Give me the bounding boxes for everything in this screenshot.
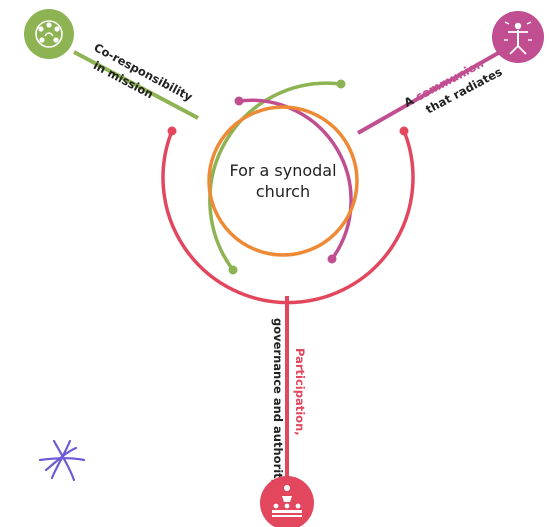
outer-red-arc xyxy=(161,129,415,305)
green-arc-end-bottom xyxy=(228,265,238,275)
bottom-branch-label-line1: Participation, xyxy=(293,348,307,436)
green-arc-end-top xyxy=(336,79,346,89)
center-title-line2: church xyxy=(256,182,310,201)
outer-red-arc-end-right xyxy=(399,126,409,136)
bottom-branch-label: Participation, governance and authority xyxy=(271,318,307,487)
assembly-icon xyxy=(260,476,314,527)
magenta-arc-end-top xyxy=(234,96,244,106)
communion-figure-icon xyxy=(492,11,544,63)
right-branch-label: A communion that radiates xyxy=(402,56,505,116)
outer-red-arc-end-left xyxy=(167,126,177,136)
left-connector-line xyxy=(73,50,199,120)
right-branch-label-prefix: A xyxy=(402,91,420,109)
inner-orange-circle xyxy=(207,105,359,257)
purple-star-doodle xyxy=(38,439,86,482)
magenta-arc-end-bottom xyxy=(327,254,337,264)
right-connector-line xyxy=(357,50,501,135)
magenta-arc xyxy=(237,98,353,261)
center-title-line1: For a synodal xyxy=(229,161,336,180)
people-circle-icon xyxy=(24,9,74,59)
bottom-branch-label-line2: governance and authority xyxy=(271,318,285,487)
green-arc xyxy=(208,81,343,272)
